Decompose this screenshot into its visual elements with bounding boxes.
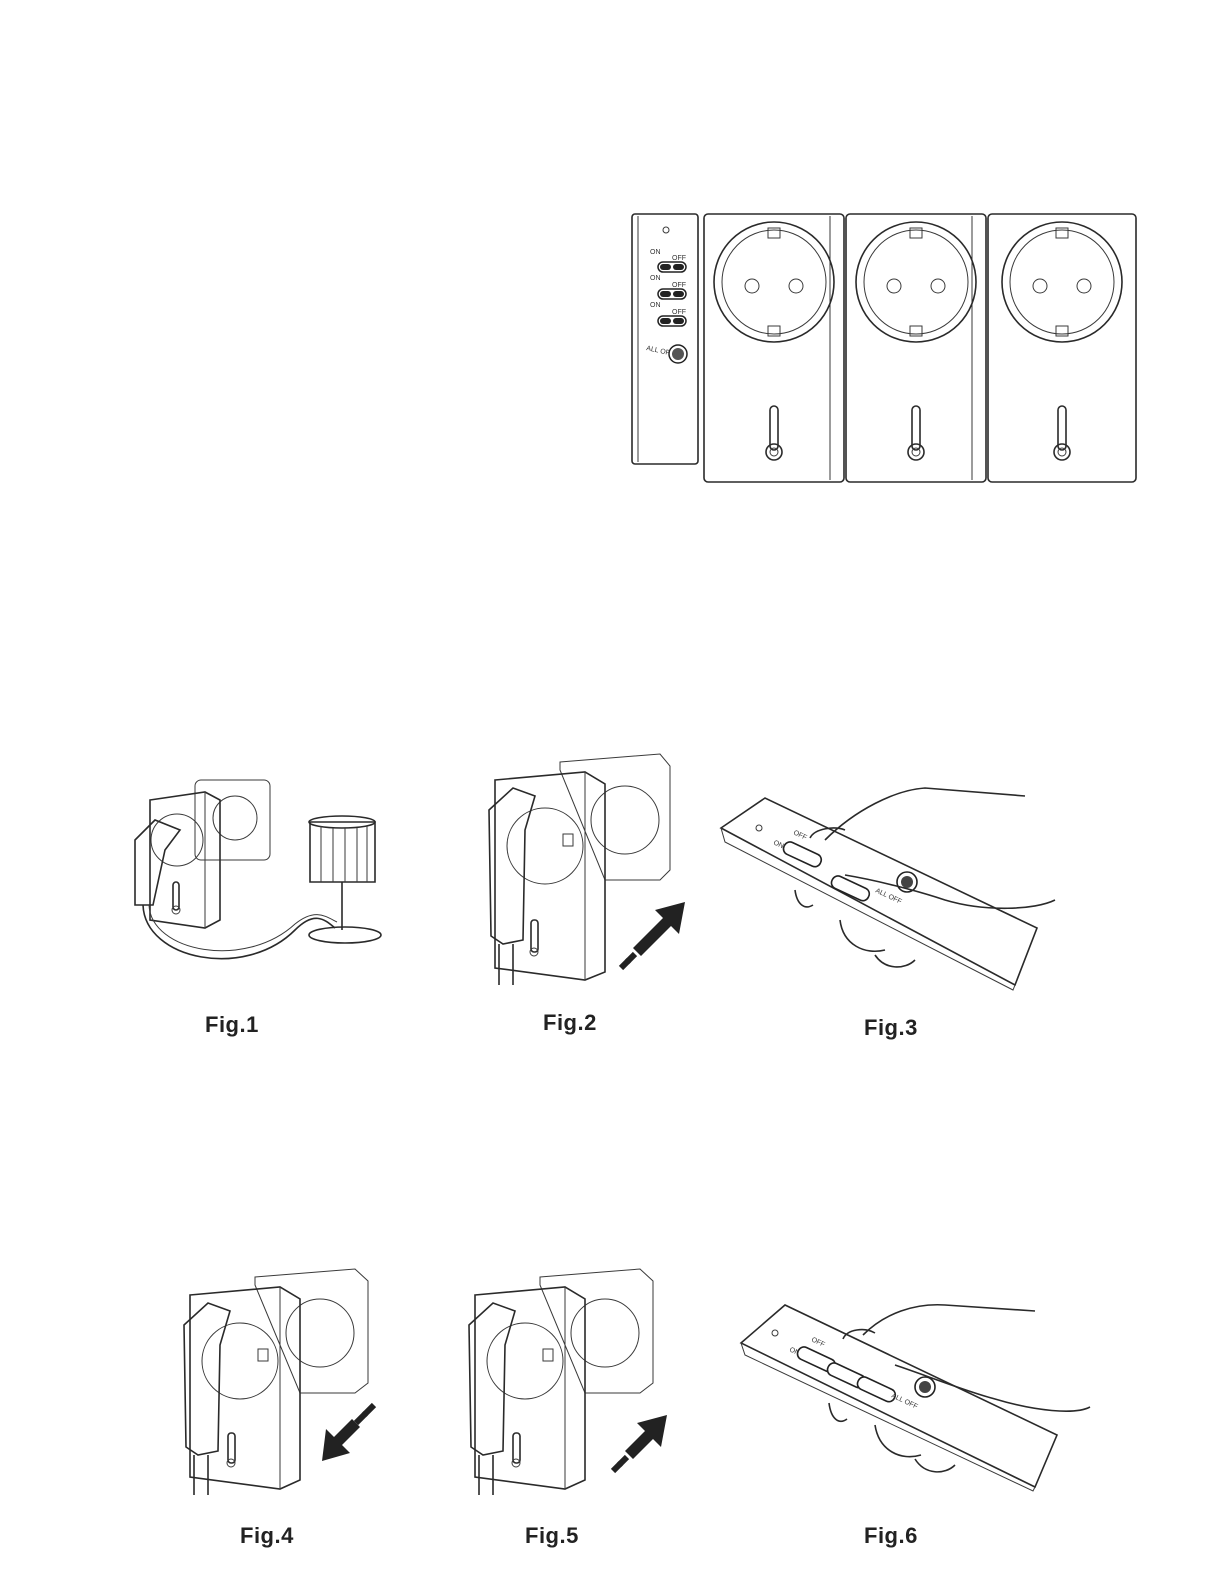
remote-off-label: OFF <box>810 1336 826 1348</box>
socket-unit-2 <box>846 214 986 482</box>
figure-1-caption: Fig.1 <box>205 1012 259 1038</box>
remote-all-off-label: ALL OFF <box>874 887 902 905</box>
remote-off-label: OFF <box>672 255 686 262</box>
remote-on-label: ON <box>650 275 661 282</box>
remote-all-off-label: ALL OFF <box>890 1392 918 1410</box>
remote-control: ON OFF ON OFF ON OFF ALL OFF <box>632 214 698 464</box>
figure-6: ON OFF ALL OFF <box>735 1295 1095 1495</box>
figure-3: ON OFF ALL OFF <box>715 780 1065 995</box>
remote-off-label: OFF <box>672 309 686 316</box>
remote-off-label: OFF <box>792 829 808 841</box>
figure-4 <box>180 1265 385 1500</box>
figure-2-caption: Fig.2 <box>543 1010 597 1036</box>
remote-press-illustration: ON OFF ALL OFF <box>715 780 1065 995</box>
figure-5-caption: Fig.5 <box>525 1523 579 1549</box>
plug-remove-illustration <box>180 1265 385 1500</box>
remote-on-label: ON <box>650 302 661 309</box>
remote-press-illustration: ON OFF ALL OFF <box>735 1295 1095 1495</box>
plug-insert-illustration <box>485 750 695 990</box>
remote-row-3: ON OFF <box>650 302 686 326</box>
plug-insert-illustration <box>465 1265 675 1500</box>
remote-off-label: OFF <box>672 282 686 289</box>
plug-lamp-illustration <box>125 770 390 990</box>
arrow-up-right-icon <box>613 1415 667 1471</box>
figure-6-caption: Fig.6 <box>864 1523 918 1549</box>
figure-4-caption: Fig.4 <box>240 1523 294 1549</box>
figure-2 <box>485 750 695 990</box>
remote-row-2: ON OFF <box>650 275 686 299</box>
figure-3-caption: Fig.3 <box>864 1015 918 1041</box>
remote-on-label: ON <box>650 249 661 256</box>
figure-5 <box>465 1265 675 1500</box>
arrow-up-right-icon <box>621 902 685 968</box>
product-overview: ON OFF ON OFF ON OFF ALL OFF <box>628 210 1140 486</box>
figure-1 <box>125 770 390 990</box>
socket-unit-1 <box>704 214 844 482</box>
socket-unit-3 <box>988 214 1136 482</box>
arrow-down-left-icon <box>322 1405 374 1461</box>
remote-row-1: ON OFF <box>650 249 686 272</box>
